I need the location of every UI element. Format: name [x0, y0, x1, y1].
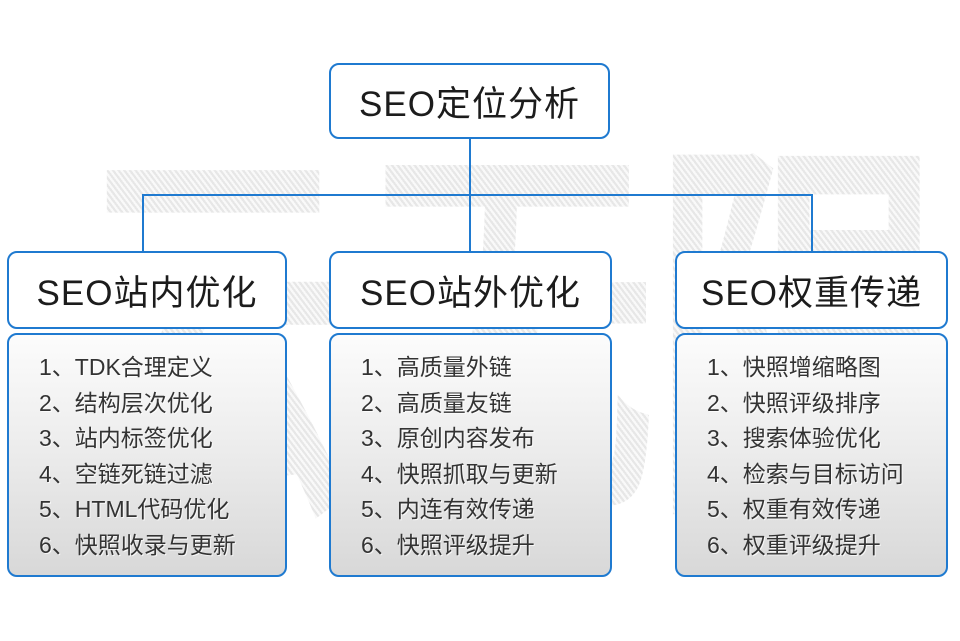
connector-horizontal [142, 194, 813, 196]
list-item: 5、内连有效传递 [361, 496, 535, 522]
list-item: 2、高质量友链 [361, 389, 512, 416]
column-onsite-body: 1、TDK合理定义 2、结构层次优化 3、站内标签优化 4、空链死链过滤 5、H… [7, 333, 287, 577]
list-item: 1、高质量外链 [361, 354, 512, 380]
list-item: 4、空链死链过滤 [39, 460, 213, 487]
list-item: 2、快照评级排序 [707, 389, 881, 416]
column-offsite-body: 1、高质量外链 2、高质量友链 3、原创内容发布 4、快照抓取与更新 5、内连有… [329, 333, 612, 577]
list-item: 4、检索与目标访问 [707, 460, 904, 487]
list-item: 3、站内标签优化 [39, 425, 213, 451]
list-item: 5、HTML代码优化 [39, 496, 230, 522]
column-weight-header: SEO权重传递 [675, 251, 948, 329]
column-onsite-header: SEO站内优化 [7, 251, 287, 329]
root-node-label: SEO定位分析 [359, 84, 580, 124]
connector-left-vertical [142, 195, 144, 252]
list-item: 6、快照评级提升 [361, 531, 535, 558]
list-item: 3、原创内容发布 [361, 425, 535, 451]
list-item: 6、快照收录与更新 [39, 531, 236, 558]
root-node: SEO定位分析 [329, 63, 610, 139]
list-item: 5、权重有效传递 [707, 496, 881, 522]
list-item: 2、结构层次优化 [39, 389, 213, 416]
list-item: 1、快照增缩略图 [707, 354, 881, 380]
column-offsite-title: SEO站外优化 [360, 273, 581, 313]
list-item: 6、权重评级提升 [707, 531, 881, 558]
list-item: 1、TDK合理定义 [39, 354, 213, 380]
connector-right-vertical [811, 195, 813, 252]
column-offsite-header: SEO站外优化 [329, 251, 612, 329]
list-item: 4、快照抓取与更新 [361, 460, 558, 487]
column-onsite-title: SEO站内优化 [36, 273, 258, 313]
column-weight-body: 1、快照增缩略图 2、快照评级排序 3、搜索体验优化 4、检索与目标访问 5、权… [675, 333, 948, 577]
connector-root-vertical [469, 139, 471, 253]
offsite-item-list: 1、高质量外链 2、高质量友链 3、原创内容发布 4、快照抓取与更新 5、内连有… [361, 350, 600, 563]
column-weight-title: SEO权重传递 [701, 273, 922, 313]
onsite-item-list: 1、TDK合理定义 2、结构层次优化 3、站内标签优化 4、空链死链过滤 5、H… [39, 350, 275, 563]
list-item: 3、搜索体验优化 [707, 425, 881, 451]
weight-item-list: 1、快照增缩略图 2、快照评级排序 3、搜索体验优化 4、检索与目标访问 5、权… [707, 350, 936, 563]
